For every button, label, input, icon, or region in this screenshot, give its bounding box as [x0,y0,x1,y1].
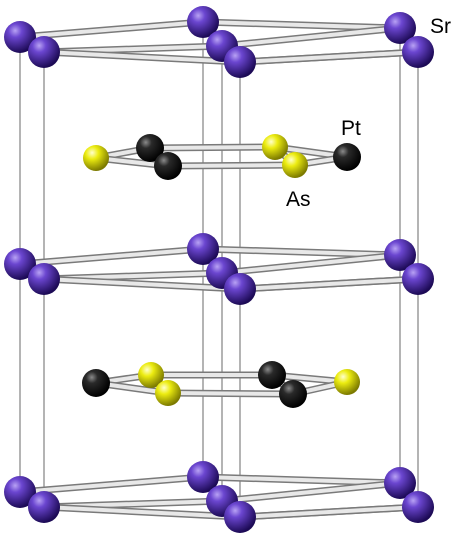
sr-atom-0-6 [402,36,434,68]
pt-atom-upper-2 [154,152,182,180]
sr-bond-0-3 [201,20,402,30]
as-atom-upper-0 [83,145,109,171]
sr-label: Sr [430,15,451,38]
sr-bond-1-2 [42,277,242,291]
sr-bond-1-3 [201,247,402,257]
sr-bond-2-2 [42,505,242,519]
as-atom-lower-1 [138,362,164,388]
pt-atom-upper-1 [136,134,164,162]
sr-bond-0-10 [238,50,420,64]
as-atom-lower-5 [334,369,360,395]
pt-atom-lower-0 [82,369,110,397]
sr-bond-0-0 [18,20,205,39]
sr-bond-2-10 [238,505,420,519]
sr-atom-0-1 [28,36,60,68]
atoms [4,6,434,533]
sr-bond-1-0 [18,247,205,266]
ring-upper-bond-2 [148,145,277,150]
sr-bond-2-3 [201,475,402,485]
sr-atom-0-4 [224,46,256,78]
sr-atom-2-1 [28,491,60,523]
sr-bond-1-4 [220,253,402,275]
sr-atom-1-5 [384,239,416,271]
ring-upper-bond-3 [166,163,297,168]
sr-atom-0-0 [4,21,36,53]
as-atom-upper-4 [282,152,308,178]
sr-atom-2-4 [224,501,256,533]
pt-atom-lower-3 [258,361,286,389]
pt-atom-upper-5 [333,143,361,171]
pt-atom-lower-4 [279,380,307,408]
ring-lower-bond-3 [166,391,295,396]
sr-bond-0-4 [220,26,402,48]
as-atom-upper-3 [262,134,288,160]
sr-bond-2-4 [220,481,402,503]
sr-atom-1-1 [28,263,60,295]
sr-atom-0-5 [384,12,416,44]
as-label: As [286,188,311,211]
sr-bond-1-10 [238,277,420,291]
sr-atom-1-4 [224,273,256,305]
sr-atom-1-6 [402,263,434,295]
sr-atom-2-6 [402,491,434,523]
pt-label: Pt [341,117,361,140]
sr-atom-2-0 [4,476,36,508]
as-atom-lower-2 [155,380,181,406]
sr-bond-0-2 [42,50,242,64]
sr-atom-1-0 [4,248,36,280]
sr-atom-0-2 [187,6,219,38]
sr-atom-2-5 [384,467,416,499]
sr-bond-2-0 [18,475,205,494]
sr-atom-1-2 [187,233,219,265]
sr-atom-2-2 [187,461,219,493]
